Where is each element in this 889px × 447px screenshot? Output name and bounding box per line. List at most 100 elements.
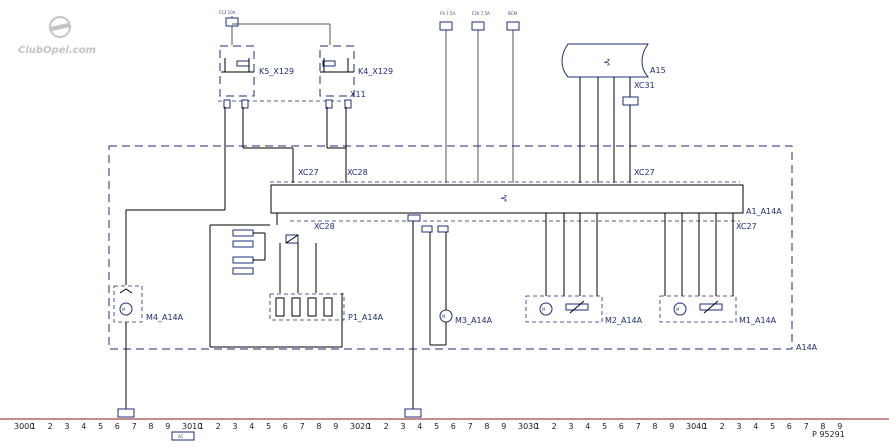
ruler-label: 3 [400, 422, 405, 431]
ruler-label: 3040 [686, 422, 706, 431]
motor-m4: M M4_A14A [113, 285, 184, 418]
ruler-label: 5 [770, 422, 775, 431]
svg-text:BCM: BCM [508, 11, 517, 16]
ruler-label: 6 [619, 422, 624, 431]
ruler-label: 2 [384, 422, 389, 431]
connector-xc27-right-label: XC27 [634, 168, 655, 177]
resistor-pack-p1-label: P1_A14A [348, 313, 384, 322]
svg-text:F9 7.5A: F9 7.5A [440, 11, 455, 16]
ruler-label: 3 [736, 422, 741, 431]
relay-k5-label: K5_X129 [259, 67, 294, 76]
ruler-label: 9 [669, 422, 674, 431]
ruler-label: 5 [602, 422, 607, 431]
actuator-m1: M M1_A14A [659, 213, 777, 325]
ruler-label: 4 [81, 422, 86, 431]
ruler-label: 4 [417, 422, 422, 431]
svg-text:M: M [542, 307, 546, 312]
ground-symbol-a1: ⊰ [500, 194, 508, 204]
motor-m3-label: M3_A14A [455, 316, 493, 325]
top-signal-wires: F9 7.5A F26 7.5A BCM [439, 11, 520, 183]
ruler-label: 6 [115, 422, 120, 431]
svg-text:M: M [442, 314, 446, 319]
connector-x11-label: X11 [350, 90, 366, 99]
actuator-m1-label: M1_A14A [739, 316, 777, 325]
left-harness-wires [125, 107, 347, 285]
p1-harness [209, 213, 343, 348]
ruler-label: 9 [165, 422, 170, 431]
module-a1-label: A1_A14A [746, 207, 782, 216]
connector-xc27-bottom-label: XC27 [736, 222, 757, 231]
ruler-label: 4 [585, 422, 590, 431]
connector-x11: X11 [218, 90, 366, 109]
svg-text:M: M [122, 307, 126, 312]
connector-xc27-left-label: XC27 [298, 168, 319, 177]
watermark-text: ClubOpel.com [18, 45, 96, 56]
xc28-xc27-bottom: XC28 XC27 [290, 214, 757, 233]
ruler-label: 3 [64, 422, 69, 431]
ruler-label: 8 [484, 422, 489, 431]
ruler-label: 3 [568, 422, 573, 431]
ruler-label: 2 [216, 422, 221, 431]
ruler-label: 2 [48, 422, 53, 431]
connector-xc31-label: XC31 [634, 81, 655, 90]
ruler-label: 4 [249, 422, 254, 431]
module-a1: ⊰ A1_A14A [270, 184, 782, 216]
ruler-marker: AC [178, 434, 184, 439]
relay-k4: K4_X129 [319, 45, 393, 97]
motor-m4-label: M4_A14A [146, 313, 184, 322]
connector-xc28-top-label: XC28 [347, 168, 368, 177]
ruler-label: 9 [837, 422, 842, 431]
component-a15-label: A15 [650, 66, 666, 75]
ruler-label: 3020 [350, 422, 370, 431]
svg-text:F23 10A: F23 10A [219, 10, 236, 15]
ruler-label: 6 [283, 422, 288, 431]
xc27-xc28-top: XC27 XC28 XC27 [270, 168, 740, 183]
svg-text:M: M [676, 307, 680, 312]
ruler-label: 9 [501, 422, 506, 431]
ruler-label: 6 [787, 422, 792, 431]
ruler-label: 1 [31, 422, 36, 431]
ruler-label: 8 [652, 422, 657, 431]
component-a15: ⊰ A15 XC31 [561, 43, 666, 183]
ruler-label: 1 [535, 422, 540, 431]
ruler-label: 2 [720, 422, 725, 431]
ruler-label: 4 [753, 422, 758, 431]
actuator-m2-label: M2_A14A [605, 316, 643, 325]
resistor-pack-p1: P1_A14A [269, 293, 384, 322]
motor-m3: M M3_A14A [404, 221, 493, 418]
ruler-label: 7 [468, 422, 473, 431]
clubopel-watermark: ClubOpel.com [18, 16, 96, 56]
ruler-label: 1 [199, 422, 204, 431]
ruler-label: 7 [132, 422, 137, 431]
ruler-label: 7 [804, 422, 809, 431]
a14a-label: A14A [796, 343, 818, 352]
ruler-label: 1 [367, 422, 372, 431]
connector-xc28-bottom-label: XC28 [314, 222, 335, 231]
ground-symbol-a15: ⊰ [603, 58, 611, 68]
relay-k5: K5_X129 [219, 45, 294, 97]
ruler-label: 1 [703, 422, 708, 431]
actuator-m2: M M2_A14A [525, 213, 643, 325]
ruler-label: 9 [333, 422, 338, 431]
a14a-boundary [108, 145, 793, 350]
ruler-label: 3000 [14, 422, 34, 431]
ruler-label: 5 [434, 422, 439, 431]
ruler-label: 5 [266, 422, 271, 431]
ruler-label: 6 [451, 422, 456, 431]
ruler-label: 8 [316, 422, 321, 431]
ruler-label: 7 [636, 422, 641, 431]
relay-k4-label: K4_X129 [358, 67, 393, 76]
k5-k4-supply: F23 10A [219, 10, 331, 45]
ruler-label: 2 [552, 422, 557, 431]
svg-text:F26 7.5A: F26 7.5A [472, 11, 490, 16]
ruler-label: 3010 [182, 422, 202, 431]
ruler-label: 3030 [518, 422, 538, 431]
diagram-reference: P 95291 [812, 430, 845, 439]
ruler-label: 5 [98, 422, 103, 431]
ruler-label: 8 [820, 422, 825, 431]
ruler-label: 8 [148, 422, 153, 431]
ruler-label: 7 [300, 422, 305, 431]
